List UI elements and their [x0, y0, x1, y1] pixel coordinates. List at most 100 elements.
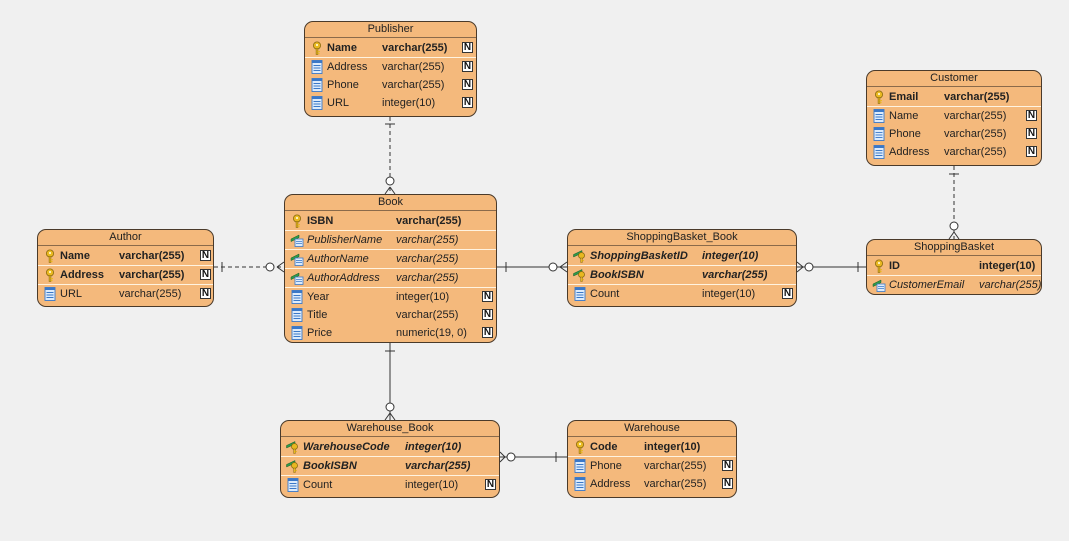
column-name: Address [60, 269, 105, 281]
column-name: Year [307, 291, 330, 303]
column-name: Phone [889, 128, 921, 140]
primary-key-icon [573, 440, 587, 454]
column-type: varchar(255) [396, 272, 459, 284]
column-name: Name [60, 250, 90, 262]
relationship-warehouse-warehouse-book[interactable] [499, 451, 567, 463]
entity-title: ShoppingBasket [867, 240, 1041, 256]
column-name: Count [590, 288, 620, 300]
not-null-badge: N [200, 250, 211, 261]
column-name: CustomerEmail [889, 279, 965, 291]
column-type: varchar(255) [396, 253, 459, 265]
relationship-author-book[interactable] [214, 261, 285, 273]
entity-title: Warehouse [568, 421, 736, 437]
column-icon [43, 287, 57, 301]
entity-title: Publisher [305, 22, 476, 38]
relationship-shoppingbasket-shoppingbasket-book[interactable] [796, 261, 866, 273]
primary-key-icon [872, 90, 886, 104]
not-null-badge: N [1026, 110, 1037, 121]
column-type: varchar(255) [702, 269, 768, 281]
column-row[interactable]: AuthorAddress varchar(255) [285, 269, 496, 288]
relationship-customer-shoppingbasket[interactable] [948, 166, 960, 240]
column-type: varchar(255) [119, 269, 185, 281]
not-null-badge: N [200, 269, 211, 280]
column-type: varchar(255) [944, 110, 1007, 122]
primary-key-icon [872, 259, 886, 273]
column-icon [310, 78, 324, 92]
column-icon [872, 127, 886, 141]
column-name: URL [327, 97, 350, 109]
column-name: Code [590, 441, 618, 453]
not-null-badge: N [482, 309, 493, 320]
column-name: AuthorAddress [307, 272, 380, 284]
primary-key-icon [310, 41, 324, 55]
column-name: Address [590, 478, 631, 490]
relationship-book-warehouse-book[interactable] [384, 343, 396, 421]
entity-title: Author [38, 230, 213, 246]
not-null-badge: N [722, 460, 733, 471]
column-type: integer(10) [702, 288, 756, 300]
column-name: PublisherName [307, 234, 383, 246]
not-null-badge: N [200, 288, 211, 299]
column-icon [310, 60, 324, 74]
column-name: Count [303, 479, 333, 491]
not-null-badge: N [462, 79, 473, 90]
column-icon [573, 477, 587, 491]
column-type: varchar(255) [405, 460, 471, 472]
column-icon [290, 290, 304, 304]
column-type: numeric(19, 0) [396, 327, 467, 339]
primary-key-icon [290, 214, 304, 228]
column-row[interactable]: Address varchar(255) N [38, 266, 213, 285]
not-null-badge: N [722, 478, 733, 489]
column-type: integer(10) [979, 260, 1036, 272]
column-type: integer(10) [702, 250, 759, 262]
foreign-key-icon [290, 252, 304, 266]
column-type: varchar(255) [944, 146, 1007, 158]
column-row[interactable]: URL integer(10) N [305, 94, 476, 112]
relationship-publisher-book[interactable] [384, 117, 396, 195]
column-type: varchar(255) [979, 279, 1042, 291]
relationship-book-shoppingbasket-book[interactable] [497, 261, 568, 273]
column-name: Price [307, 327, 333, 339]
column-row[interactable]: CustomerEmail varchar(255) [867, 276, 1042, 294]
column-icon [872, 145, 886, 159]
column-name: Phone [590, 460, 622, 472]
column-type: integer(10) [382, 97, 436, 109]
not-null-badge: N [1026, 146, 1037, 157]
column-name: ISBN [307, 215, 334, 227]
not-null-badge: N [462, 97, 473, 108]
